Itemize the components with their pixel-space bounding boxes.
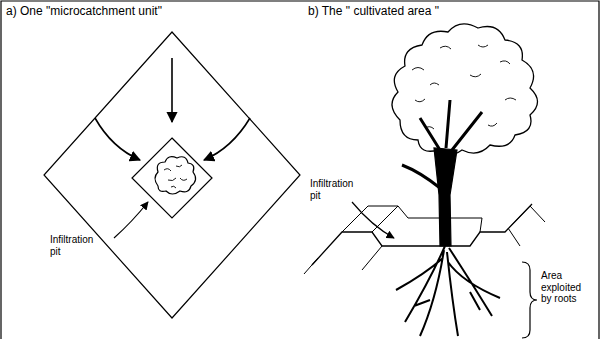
leader-arrow — [114, 202, 148, 238]
panel-title: b) The " cultivated area " — [308, 5, 439, 19]
runoff-arrow — [95, 118, 140, 160]
roots — [396, 246, 500, 336]
panel-title: a) One "microcatchment unit" — [6, 5, 162, 19]
tree-plan — [155, 157, 196, 194]
leader-arrow — [352, 202, 394, 238]
catchment-outline — [44, 32, 300, 318]
runoff-arrow — [204, 118, 250, 160]
runoff-arrow — [171, 58, 173, 122]
crown-texture — [164, 165, 187, 188]
part-label: Infiltration pit — [310, 178, 353, 201]
dimension-label: Area exploited by roots — [541, 270, 581, 305]
tree-trunk — [434, 148, 457, 246]
ground-surface — [342, 204, 532, 232]
root-zone-bracket — [522, 262, 537, 338]
crown-texture — [412, 45, 516, 129]
part-label: Infiltration pit — [50, 234, 93, 257]
terrace-edge — [304, 206, 545, 274]
ground-profile — [312, 204, 532, 265]
branch — [402, 100, 482, 188]
